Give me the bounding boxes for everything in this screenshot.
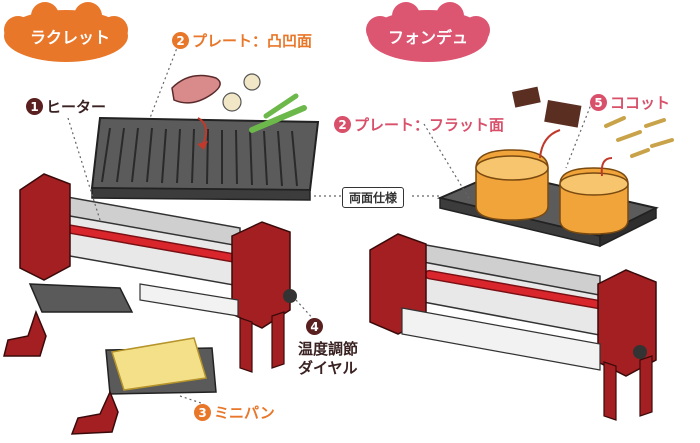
fondue-grill-body	[370, 234, 656, 420]
chocolate-illustration	[512, 87, 581, 128]
dial-label: 温度調節 ダイヤル	[298, 340, 358, 378]
snack-sticks-illustration	[606, 118, 672, 156]
fondue-title: フォンデュ	[384, 24, 472, 48]
number-badge: 4	[306, 318, 323, 335]
plate-flat-text: プレート：フラット面	[354, 114, 504, 135]
dial-text-line2: ダイヤル	[298, 359, 358, 378]
arrow-icon	[540, 130, 560, 158]
plate-flat-label: 2 プレート：フラット面	[334, 114, 504, 135]
dial-text-line1: 温度調節	[298, 340, 358, 359]
raclette-title: ラクレット	[24, 24, 116, 48]
cocotte-text: ココット	[610, 92, 670, 113]
dial-label-number: 4	[306, 318, 323, 335]
mini-pan-text: ミニパン	[214, 402, 275, 423]
double-sided-tag: 両面仕様	[342, 187, 404, 208]
grill-plate	[92, 118, 318, 200]
bacon-illustration	[172, 76, 220, 103]
number-badge: 1	[26, 98, 43, 115]
raclette-grill-body	[20, 174, 297, 372]
number-badge: 3	[194, 404, 211, 421]
number-badge: 5	[590, 94, 607, 111]
plate-grill-label: 2 プレート：凸凹面	[172, 30, 312, 51]
number-badge: 2	[334, 116, 351, 133]
heater-text: ヒーター	[46, 96, 106, 117]
number-badge: 2	[172, 32, 189, 49]
cocotte-1	[476, 150, 548, 220]
mushroom-illustration	[223, 74, 260, 111]
mini-pan-label: 3 ミニパン	[194, 402, 275, 423]
cocotte-label: 5 ココット	[590, 92, 670, 113]
heater-label: 1 ヒーター	[26, 96, 106, 117]
plate-grill-text: プレート：凸凹面	[192, 30, 312, 51]
cocotte-2	[560, 168, 628, 234]
mini-pan-1	[4, 284, 132, 356]
